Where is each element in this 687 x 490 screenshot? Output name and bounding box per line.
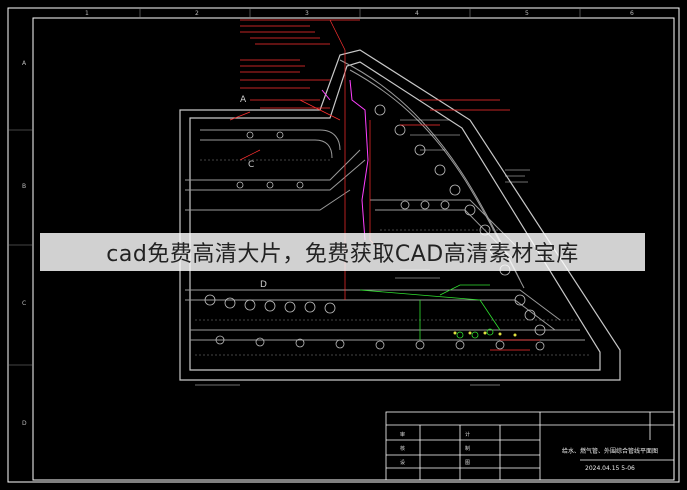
zone-label-c: C bbox=[248, 160, 255, 170]
grid-col-number: 2 bbox=[195, 10, 199, 17]
grid-row-letter: A bbox=[22, 60, 27, 67]
site-outline bbox=[179, 49, 621, 381]
yellow-markers bbox=[453, 331, 517, 337]
grid-col-number: 4 bbox=[415, 10, 419, 17]
title-block-label: 核 bbox=[400, 446, 406, 452]
grid-col-number: 3 bbox=[305, 10, 309, 17]
grid-row-letter: D bbox=[22, 420, 27, 427]
frame-ticks bbox=[8, 8, 581, 366]
title-block-frame bbox=[385, 411, 675, 481]
banner-text: cad免费高清大片，免费获取CAD高清素材宝库 bbox=[106, 242, 579, 267]
title-block-label: 审 bbox=[400, 432, 406, 438]
grid-row-letter: B bbox=[22, 183, 27, 190]
title-block-label: 图 bbox=[465, 460, 471, 466]
title-block-label: 计 bbox=[465, 432, 471, 438]
grid-col-number: 5 bbox=[525, 10, 529, 17]
dashed-lines bbox=[195, 159, 590, 356]
title-block-label: 设 bbox=[400, 460, 406, 466]
green-pipeline bbox=[359, 284, 501, 340]
drawing-date: 2024.04.15 5-06 bbox=[585, 465, 635, 472]
grid-col-number: 1 bbox=[85, 10, 89, 17]
title-block-label: 制 bbox=[465, 446, 471, 452]
magenta-pipeline bbox=[321, 79, 369, 241]
zone-label-d: D bbox=[260, 280, 267, 290]
tree-symbols bbox=[204, 104, 546, 351]
inner-frame bbox=[32, 17, 675, 481]
grid-row-letter: C bbox=[22, 300, 27, 307]
inner-roads bbox=[185, 59, 585, 341]
drawing-title: 给水、燃气管、外围综合管线平面图 bbox=[562, 448, 659, 455]
grid-col-number: 6 bbox=[630, 10, 634, 17]
watermark-banner: cad免费高清大片，免费获取CAD高清素材宝库 bbox=[40, 233, 645, 271]
zone-label-a: A bbox=[240, 95, 247, 105]
